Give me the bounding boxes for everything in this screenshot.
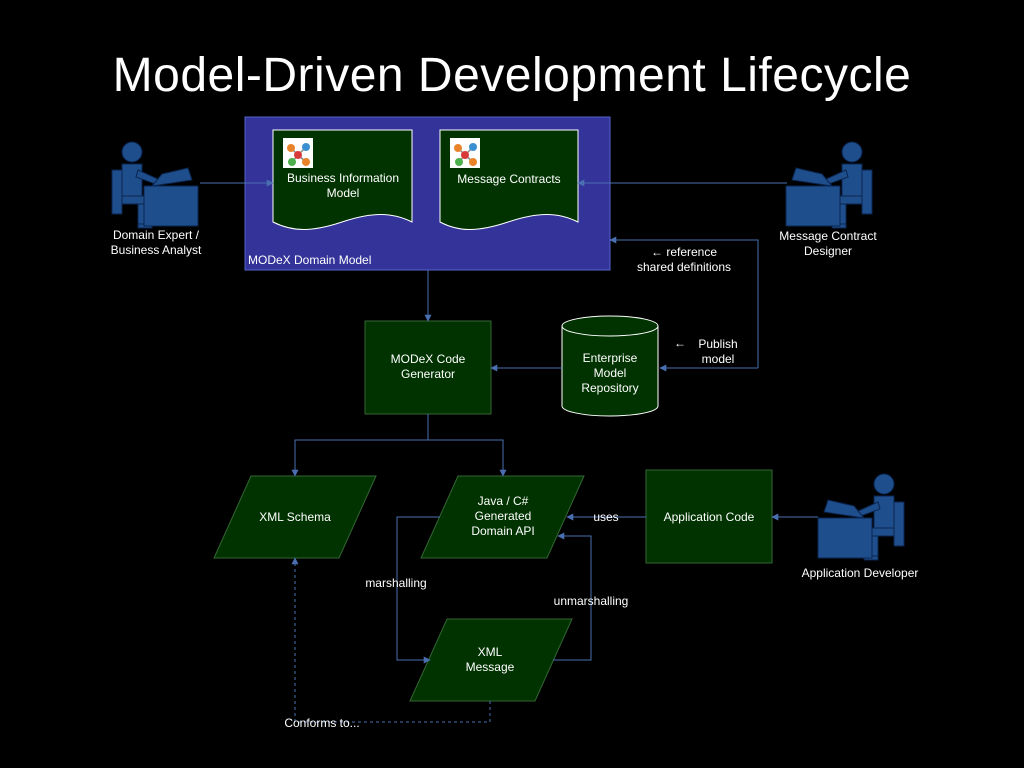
- contracts-molecule-icon: [449, 137, 481, 169]
- domain-expert-actor-icon: [111, 141, 199, 229]
- app-developer-label: Application Developer: [801, 566, 919, 580]
- contract-designer-actor-icon: [785, 141, 873, 229]
- domain-model-label: MODeX Domain Model: [248, 253, 372, 267]
- unmarshalling-label: unmarshalling: [553, 594, 629, 608]
- publish-arrow-glyph: ←: [674, 336, 686, 350]
- application-code-node: [645, 469, 773, 564]
- slide-title: Model-Driven Development Lifecycle: [112, 49, 912, 102]
- app-developer-actor-icon: [817, 473, 905, 561]
- marshalling-arrow: [396, 516, 440, 664]
- uses-label: uses: [593, 510, 619, 524]
- xml-schema-node: [213, 475, 377, 559]
- domain-expert-label: Domain Expert /Business Analyst: [110, 228, 202, 257]
- application-code-label: Application Code: [663, 510, 755, 524]
- xml-schema-label: XML Schema: [259, 510, 331, 524]
- bim-molecule-icon: [282, 137, 314, 169]
- domain-api-node: [420, 475, 585, 559]
- unmarshalling-arrow: [553, 532, 592, 661]
- contracts-label: Message Contracts: [457, 172, 561, 186]
- code-generator-node: [364, 320, 492, 415]
- repository-node: [561, 315, 659, 417]
- generator-to-schema-arrow: [291, 414, 429, 477]
- generator-to-api-arrow: [428, 439, 507, 477]
- reference-arrow: [609, 236, 759, 368]
- conforms-label: Conforms to...: [284, 716, 360, 730]
- marshalling-label: marshalling: [365, 576, 427, 590]
- xml-message-node: [409, 618, 573, 702]
